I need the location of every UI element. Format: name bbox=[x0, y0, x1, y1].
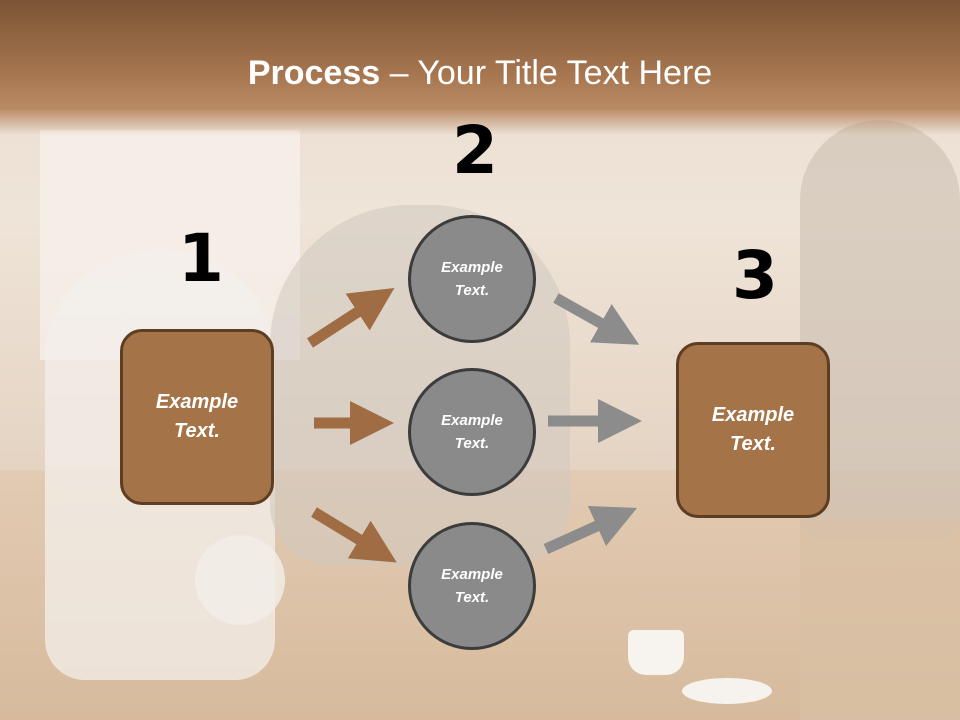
circle-middle-line1: Example bbox=[441, 412, 503, 429]
background-cup bbox=[628, 630, 684, 675]
circle-top-line2: Text. bbox=[454, 282, 490, 299]
arrow-from-circle-3 bbox=[543, 505, 638, 555]
right-box-line2: Text. bbox=[730, 433, 776, 455]
step-number-2: 2 bbox=[452, 112, 498, 189]
background-ball bbox=[195, 535, 285, 625]
slide-title: Process – Your Title Text Here bbox=[0, 54, 960, 93]
background-plate bbox=[682, 678, 772, 704]
circle-bottom-line1: Example bbox=[441, 566, 503, 583]
right-box-line1: Example bbox=[711, 404, 795, 426]
left-box-line1: Example bbox=[155, 391, 239, 413]
arrow-to-circle-1 bbox=[306, 287, 395, 348]
arrow-to-circle-3 bbox=[311, 507, 397, 563]
left-box-line2: Text. bbox=[174, 420, 220, 442]
title-rest: – Your Title Text Here bbox=[380, 54, 713, 92]
title-bold: Process bbox=[247, 54, 381, 92]
circle-middle-line2: Text. bbox=[454, 435, 490, 452]
background-cardboard-box bbox=[800, 520, 960, 720]
step-number-1: 1 bbox=[178, 220, 224, 297]
arrow-from-circle-1 bbox=[553, 293, 640, 345]
circle-bottom-line2: Text. bbox=[454, 589, 490, 606]
circle-top-line1: Example bbox=[441, 259, 503, 276]
title-bar bbox=[0, 0, 960, 135]
step-number-3: 3 bbox=[732, 237, 778, 314]
